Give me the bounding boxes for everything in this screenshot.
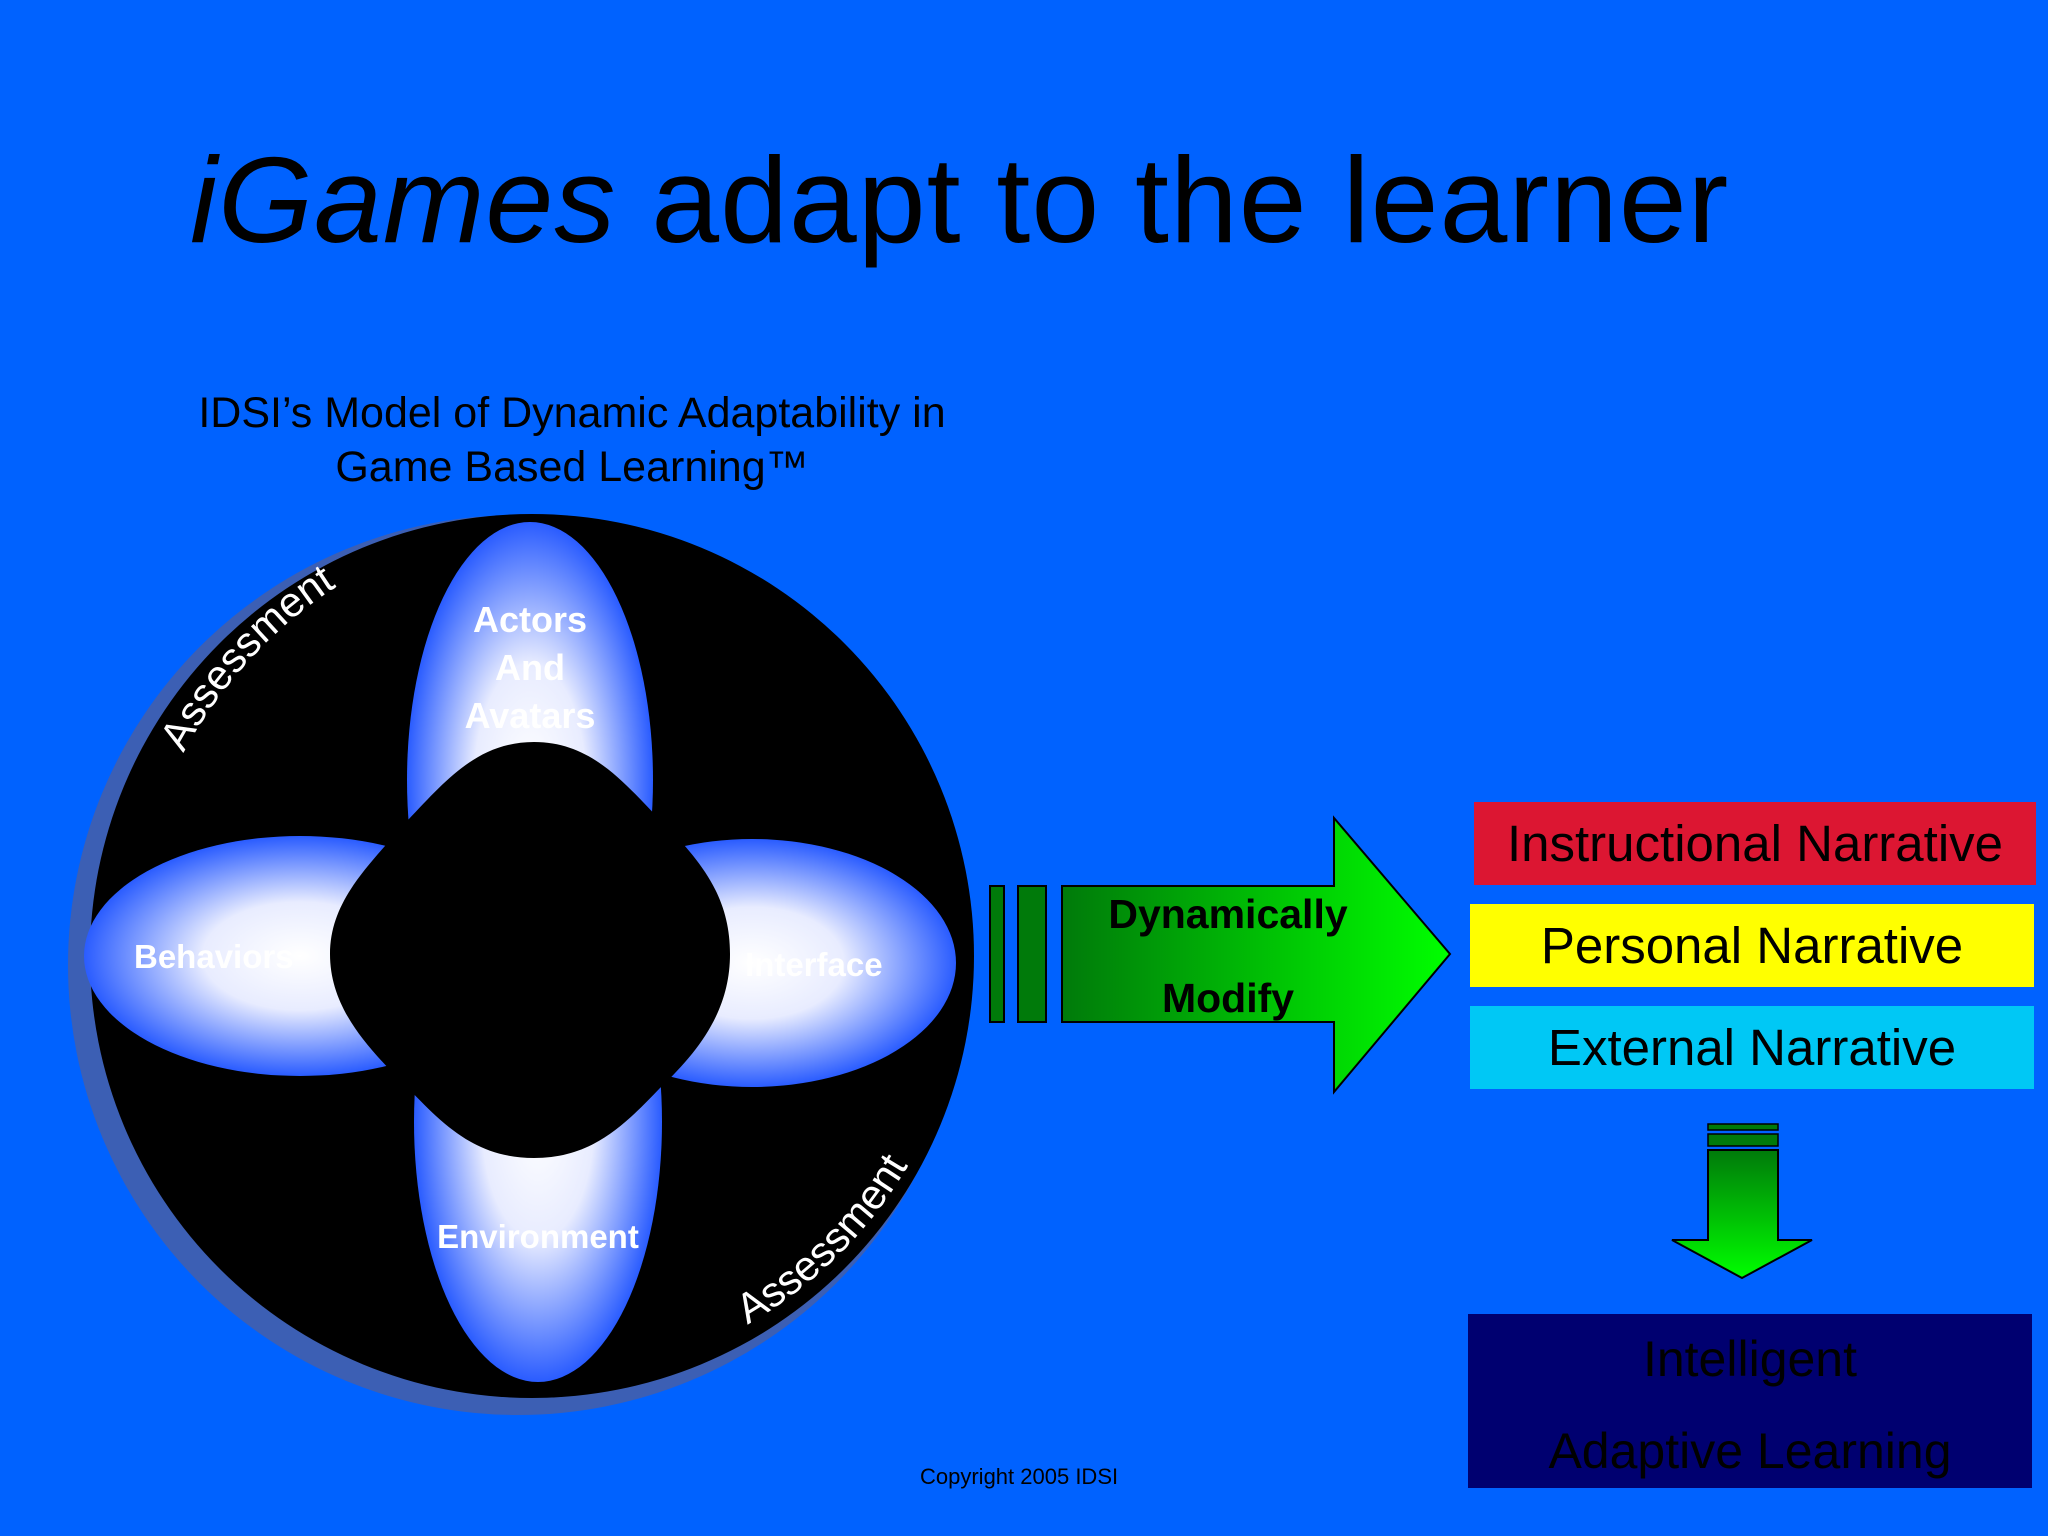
slide-title: iGames adapt to the learner: [190, 130, 1729, 270]
arrow-label-line2: Modify: [1162, 975, 1294, 1021]
model-caption-line1: IDSI’s Model of Dynamic Adaptability in: [198, 389, 946, 437]
petal-label-and: And: [495, 647, 565, 688]
petal-label-avatars: Avatars: [465, 695, 596, 736]
title-italic: iGames: [190, 132, 617, 268]
narrative-personal: Personal Narrative: [1470, 904, 2034, 987]
dynamically-modify-arrow: [1061, 815, 1452, 1095]
petal-label-actors: Actors: [473, 599, 587, 640]
center-hub: [330, 742, 730, 1158]
down-arrow-stripe-2: [1707, 1133, 1779, 1147]
down-arrow-stripe-1: [1707, 1123, 1779, 1131]
petal-label-interface: Interface: [745, 946, 883, 983]
narrative-instructional: Instructional Narrative: [1474, 802, 2036, 885]
petal-label-environment: Environment: [437, 1218, 639, 1255]
arrow-label-line1: Dynamically: [1108, 891, 1347, 937]
title-rest: adapt to the learner: [616, 132, 1730, 268]
model-caption-line2: Game Based Learning™: [335, 443, 809, 491]
outcome-line1: Intelligent: [1642, 1331, 1858, 1387]
arrow-stripe-1: [989, 885, 1005, 1023]
narrative-external: External Narrative: [1470, 1006, 2034, 1089]
outcome-line2: Adaptive Learning: [1548, 1423, 1952, 1479]
down-arrow: [1671, 1149, 1813, 1280]
model-caption: IDSI’s Model of Dynamic Adaptability in …: [90, 386, 1054, 494]
copyright-notice: Copyright 2005 IDSI: [920, 1464, 1119, 1489]
arrow-stripe-2: [1017, 885, 1047, 1023]
outcome-box: Intelligent Adaptive Learning: [1468, 1314, 2032, 1488]
petal-label-behaviors: Behaviors: [134, 938, 294, 975]
